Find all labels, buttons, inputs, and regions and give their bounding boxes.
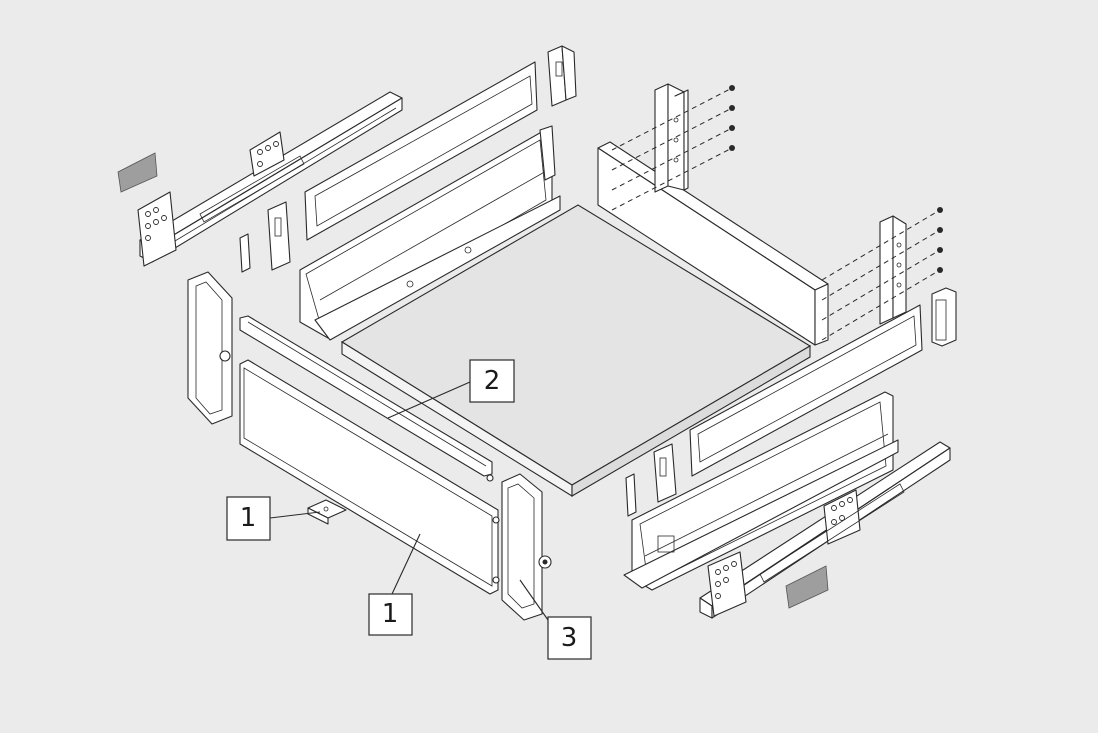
pad-right — [785, 565, 829, 609]
runner-left — [137, 91, 403, 267]
callout-label-3: 3 — [561, 623, 578, 653]
callout-label-1a: 1 — [240, 503, 257, 533]
front-panel — [239, 359, 500, 595]
pad-left — [117, 152, 158, 193]
side-gallery-right — [689, 304, 923, 477]
runner-right — [699, 441, 951, 619]
screws-lower — [821, 207, 943, 341]
drawer-bottom-panel — [340, 204, 812, 497]
rear-connector-top — [547, 45, 577, 107]
front-connector-right — [501, 473, 552, 621]
callout-drawer-bottom: 2 — [469, 359, 515, 403]
callout-front-connector: 3 — [547, 616, 592, 660]
front-rail — [239, 315, 494, 482]
leader-lines — [269, 381, 549, 621]
screws-upper — [611, 85, 735, 211]
front-connector-left-small — [239, 201, 291, 273]
drawer-side-left — [299, 125, 561, 341]
rear-connector-right — [931, 287, 957, 347]
callout-front-panel: 1 — [368, 593, 413, 636]
front-connectors-right-small — [625, 443, 677, 517]
callout-front-panel-clip: 1 — [226, 496, 271, 541]
side-gallery-left — [304, 61, 538, 241]
front-panel-clip — [307, 499, 347, 525]
callout-label-1b: 1 — [382, 599, 399, 629]
callout-label-2: 2 — [484, 366, 501, 396]
rear-bracket-left — [654, 83, 689, 193]
front-connector-left — [187, 271, 233, 425]
drawer-side-right — [623, 391, 899, 591]
